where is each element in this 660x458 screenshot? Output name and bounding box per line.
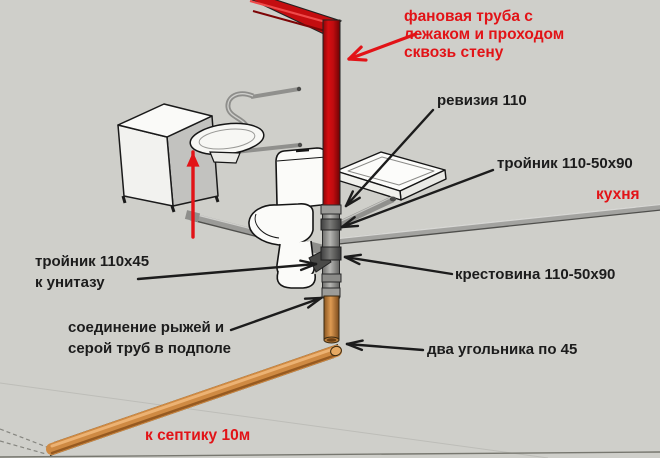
arrow-head [186,152,200,167]
label-line: два угольника по 45 [427,341,578,358]
label-tee-110-50x90: тройник 110-50x90 [497,153,633,174]
label-line: серой труб в подполе [68,340,231,357]
leader-line [299,262,318,272]
leader-line [344,108,435,208]
label-vent-pipe-note: фановая труба с лежаком и проходом сквоз… [404,8,564,62]
leader-line [344,196,361,208]
label-line: тройник 110-50x90 [497,155,633,172]
label-line: соединение рыжей и [68,319,225,336]
label-line: фановая труба с [404,8,533,25]
tee-fitting [320,218,342,231]
leader-line [340,168,495,229]
leader-line [343,253,363,259]
label-line: к септику 10м [145,427,251,444]
label-line: ревизия 110 [437,92,527,109]
leader-line [347,45,363,61]
branch-stub [338,196,397,227]
sink [189,86,303,164]
leader-line [345,342,425,352]
leader-line [344,190,355,208]
leader-line [347,57,368,62]
septic-pipe [46,344,342,456]
label-two-elbows: два угольника по 45 [427,339,577,360]
orange-riser [323,295,340,344]
leader-line [136,262,318,281]
leader-line [229,296,323,332]
leader-line [340,216,356,229]
leader-line [303,296,323,300]
label-septic: к септику 10м [145,427,250,445]
label-line: лежаком и проходом [404,26,565,43]
label-tee-110x45: тройник 110х45 к унитазу [35,251,149,293]
label-revision: ревизия 110 [437,90,527,111]
ground-lines [0,382,660,458]
label-line: тройник 110х45 [35,253,150,270]
leader-line [345,342,364,352]
label-line: крестовина 110-50x90 [455,266,616,283]
label-cross-110-50x90: крестовина 110-50x90 [455,264,615,285]
vent-pipe [249,0,343,208]
leader-line [340,224,360,229]
label-line: сквозь стену [404,44,504,61]
leader-line [343,255,454,276]
leader-line [299,259,318,266]
label-line: к унитазу [35,274,105,291]
leader-line [343,255,361,266]
revision-socket [320,204,342,215]
label-line: кухня [596,186,640,203]
cross-fitting [320,246,342,261]
label-kitchen: кухня [596,186,640,204]
leader-line [347,32,418,61]
leader-line [345,339,364,346]
toilet-foot [276,271,317,289]
leader-line [306,296,323,309]
hidden-line [0,440,47,455]
inspection-panel [335,151,447,201]
hidden-line [0,428,53,450]
kitchen-pipe [334,203,660,246]
label-pipe-junction: соединение рыжей и серой труб в подполе [68,317,231,359]
fitting-stack [308,204,342,299]
